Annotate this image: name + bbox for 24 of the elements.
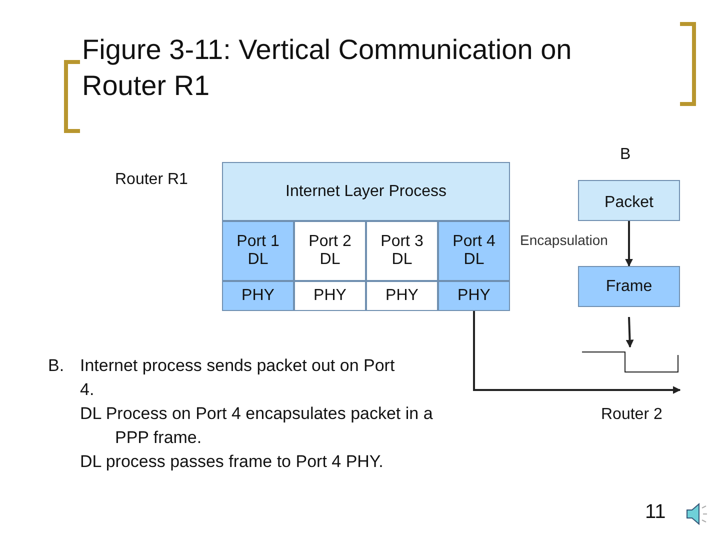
router-label: Router 2 [601,405,662,425]
port-cell: Port 2 DL [294,221,366,281]
router-label: Router R1 [115,170,188,190]
list-item: DL process passes frame to Port 4 PHY. [80,451,384,473]
edge-label: Encapsulation [520,232,608,248]
arrow [625,221,633,267]
page-number: 11 [645,500,666,524]
frame-box: Frame [578,266,680,307]
packet-box: Packet [578,180,680,221]
port-cell: Port 1 DL [222,221,294,281]
phy-cell: PHY [366,281,438,311]
arrow [473,311,681,394]
arrow [626,316,634,348]
list-marker: B. [48,355,64,377]
process-box: Internet Layer Process [222,162,510,221]
port-cell: Port 4 DL [438,221,510,281]
list-item: DL Process on Port 4 encapsulates packet in a PPP frame. [80,403,434,449]
port-cell: Port 3 DL [366,221,438,281]
phy-cell: PHY [438,281,510,311]
list-item: Internet process sends packet out on Port 4. [80,355,395,401]
section-letter: B [620,145,631,165]
slide-title: Figure 3-11: Vertical Communication on Router R1 [82,33,573,103]
phy-cell: PHY [222,281,294,311]
phy-cell: PHY [294,281,366,311]
